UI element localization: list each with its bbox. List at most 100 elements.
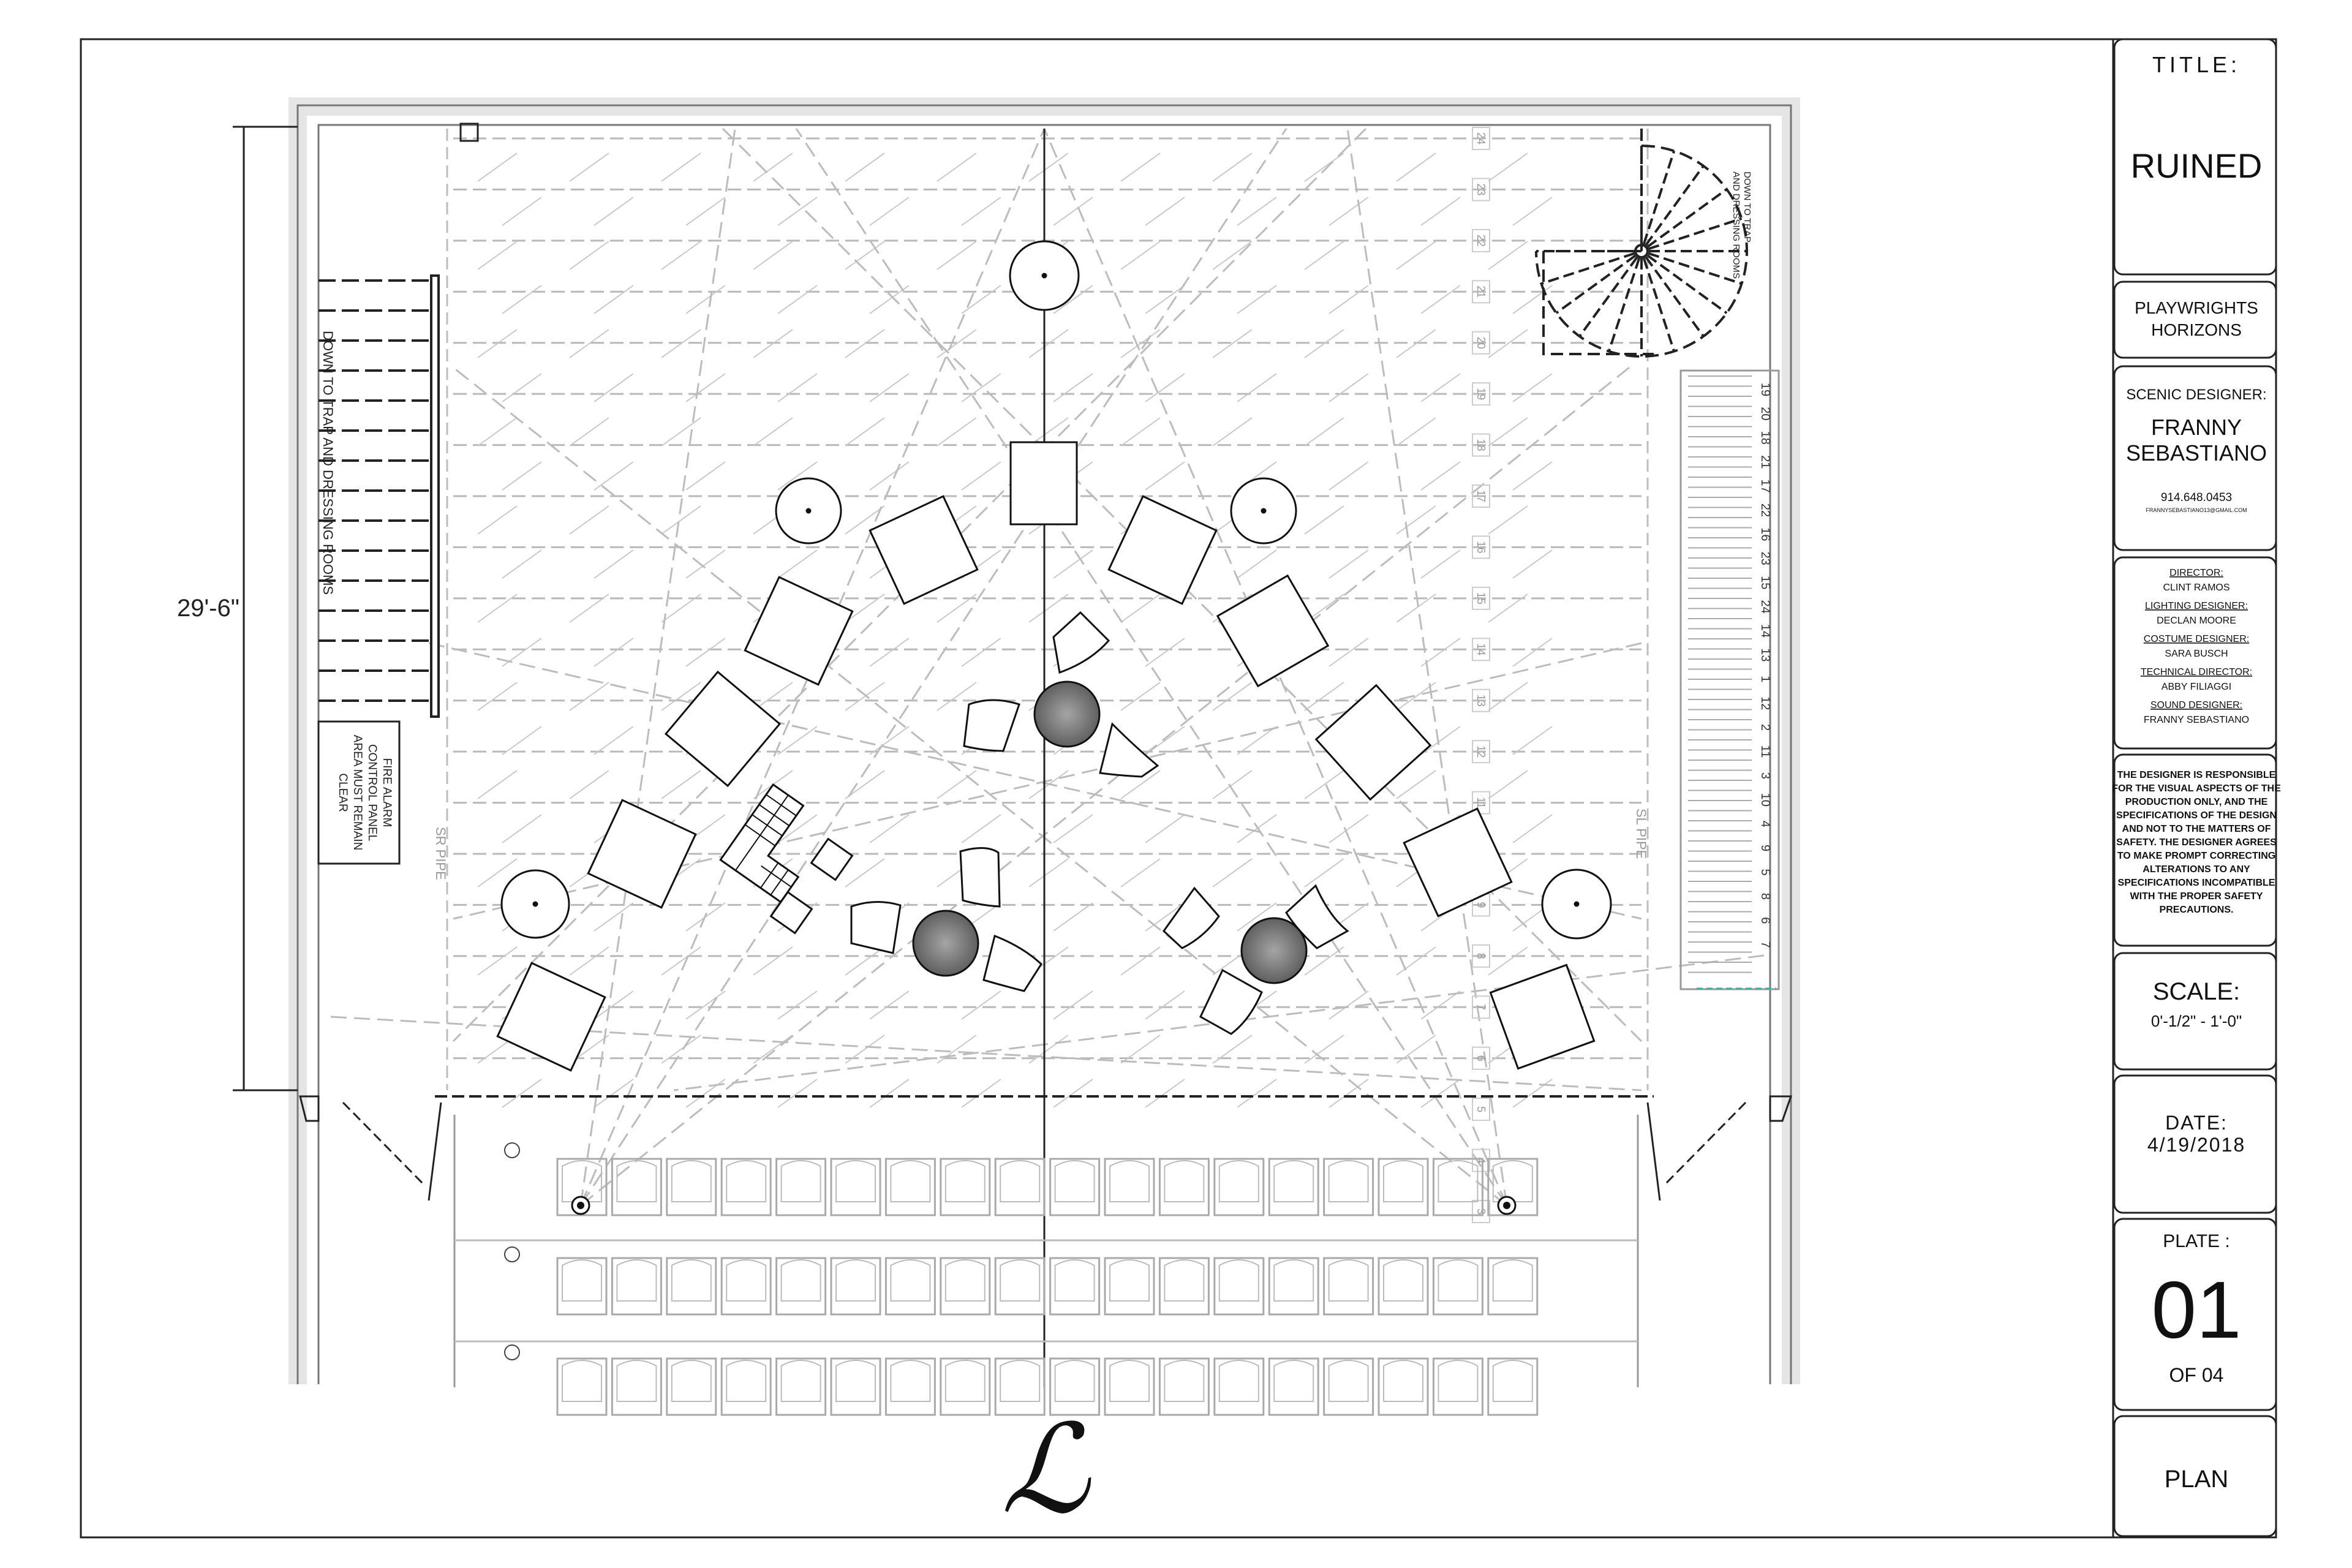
audience-seat xyxy=(1378,1158,1429,1216)
audience-seat xyxy=(994,1158,1046,1216)
seat-cushion xyxy=(780,1160,821,1202)
audience-seat xyxy=(1268,1257,1319,1316)
hatch-mark xyxy=(1420,1079,1461,1108)
hatch-mark xyxy=(869,638,910,667)
audience-seat xyxy=(720,1357,772,1416)
credit-name: FRANNY SEBASTIANO xyxy=(2144,715,2249,725)
rail-number: 20 xyxy=(1758,407,1772,420)
drawing-type-box xyxy=(2113,1415,2277,1537)
seat-cushion xyxy=(890,1160,931,1202)
hatch-mark xyxy=(502,1079,542,1108)
hatch-mark xyxy=(1512,814,1553,843)
rail-number: 11 xyxy=(1758,745,1772,758)
hatch-mark xyxy=(594,197,634,226)
audience-seat xyxy=(1104,1158,1155,1216)
hatch-mark xyxy=(1053,285,1093,314)
seat-cushion xyxy=(1492,1259,1533,1302)
seat-cushion xyxy=(562,1160,602,1202)
hatch-mark xyxy=(1396,594,1436,623)
hatch-mark xyxy=(1512,638,1553,667)
seat-cushion xyxy=(1000,1259,1041,1302)
hatch-mark xyxy=(569,505,609,535)
seat-cushion xyxy=(1273,1259,1314,1302)
audience-seat xyxy=(1213,1158,1265,1216)
batten-number: 3 xyxy=(1475,1208,1487,1215)
hatch-mark xyxy=(937,153,977,182)
seat-cushion xyxy=(1164,1360,1205,1402)
audience-seat xyxy=(884,1357,936,1416)
hatch-mark xyxy=(569,594,609,623)
audience-seat xyxy=(830,1257,881,1316)
seat-cushion xyxy=(1383,1360,1423,1402)
hatch-mark xyxy=(1120,1035,1161,1064)
hatch-mark xyxy=(845,682,885,711)
hatch-mark xyxy=(1488,417,1528,447)
hatch-mark xyxy=(845,858,885,888)
hatch-mark xyxy=(477,241,518,270)
hatch-mark xyxy=(569,770,609,799)
hatch-mark xyxy=(777,461,818,491)
hatch-mark xyxy=(1237,814,1277,843)
credit-role: SOUND DESIGNER: xyxy=(2150,700,2242,710)
audience-seat xyxy=(1432,1158,1483,1216)
audience-seat xyxy=(556,1257,608,1316)
hatch-mark xyxy=(1237,285,1277,314)
hatch-mark xyxy=(1396,505,1436,535)
theater-name-line1: PLAYWRIGHTS xyxy=(2135,298,2258,317)
audience-seat xyxy=(611,1158,662,1216)
hatch-mark xyxy=(1212,682,1253,711)
hatch-mark xyxy=(1120,682,1161,711)
disclaimer-line: TO MAKE PROMPT CORRECTING xyxy=(2117,851,2275,861)
hatch-mark xyxy=(502,285,542,314)
seat-cushion xyxy=(944,1259,986,1302)
hatch-mark xyxy=(661,329,701,358)
rail-number: 10 xyxy=(1758,793,1772,807)
audience-seat xyxy=(666,1357,717,1416)
hatch-mark xyxy=(477,153,518,182)
audience-seat xyxy=(1378,1257,1429,1316)
hatch-mark xyxy=(685,197,726,226)
hatch-mark xyxy=(1304,329,1344,358)
hatch-mark xyxy=(1420,373,1461,402)
seat-cushion xyxy=(1218,1160,1259,1202)
hatch-mark xyxy=(1488,153,1528,182)
center-platform xyxy=(1009,441,1078,526)
hatch-mark xyxy=(1512,197,1553,226)
hatch-mark xyxy=(937,241,977,270)
wedge-chair xyxy=(1163,886,1220,949)
audience-seat xyxy=(1158,1257,1210,1316)
batten-number-box xyxy=(1472,1098,1490,1121)
audience-seat xyxy=(830,1357,881,1416)
hatch-mark xyxy=(1488,241,1528,270)
seat-cushion xyxy=(944,1160,986,1202)
hatch-mark xyxy=(569,682,609,711)
hatch-mark xyxy=(1120,858,1161,888)
audience-seat xyxy=(1487,1158,1539,1216)
seat-cushion xyxy=(1328,1259,1369,1302)
hatch-mark xyxy=(685,373,726,402)
spiral-tread xyxy=(1578,256,1638,337)
hatch-mark xyxy=(1053,902,1093,932)
sightline xyxy=(580,366,1630,1207)
batten-number: 14 xyxy=(1475,643,1487,655)
rail-number: 19 xyxy=(1758,383,1772,396)
hatch-mark xyxy=(1396,770,1436,799)
drawing-type: PLAN xyxy=(2165,1466,2229,1493)
hatch-mark xyxy=(1053,814,1093,843)
rail-number: 1 xyxy=(1758,676,1772,682)
hatch-mark xyxy=(1329,1079,1369,1108)
seat-cushion xyxy=(1000,1160,1041,1202)
seat-cushion xyxy=(616,1160,657,1202)
title-label: TITLE: xyxy=(2152,52,2241,77)
hatch-mark xyxy=(1512,461,1553,491)
designer-name-line2: SEBASTIANO xyxy=(2126,440,2267,466)
seat-cushion xyxy=(890,1360,931,1402)
spiral-tread xyxy=(1646,188,1728,248)
seat-cushion xyxy=(671,1360,712,1402)
batten-numbers: 2423222120191817161514131211109876543 xyxy=(1472,127,1490,1223)
hatch-mark xyxy=(753,153,793,182)
audience-seat xyxy=(1104,1257,1155,1316)
disclaimer-line: SPECIFICATIONS OF THE DESIGN xyxy=(2116,810,2277,821)
audience-seat xyxy=(994,1357,1046,1416)
spiral-tread xyxy=(1646,254,1728,314)
